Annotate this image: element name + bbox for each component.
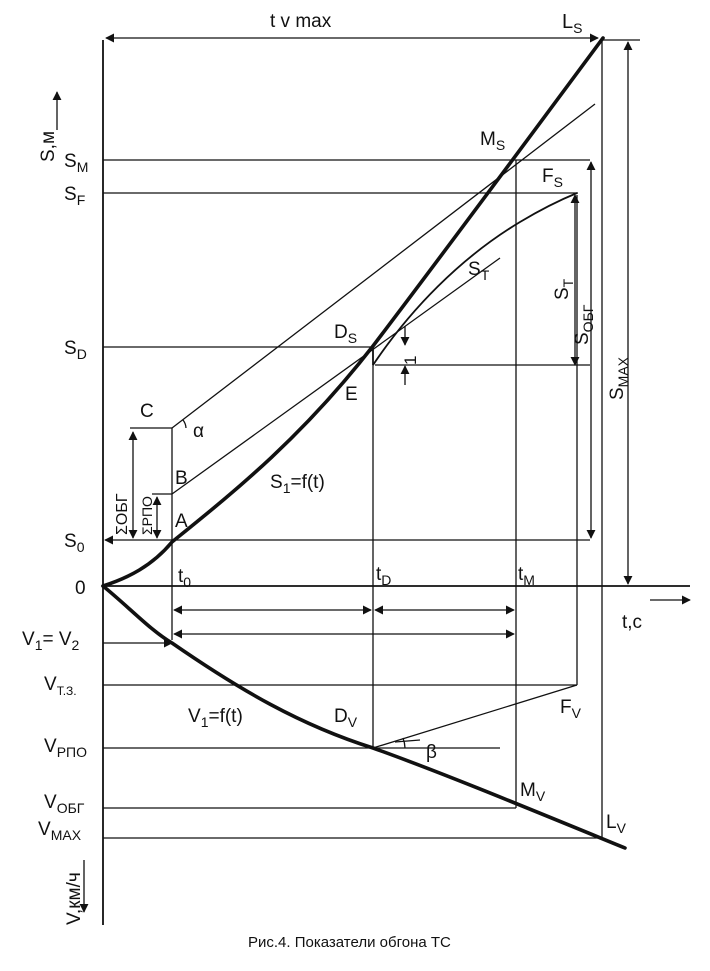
- td-label: tD: [376, 564, 391, 588]
- v-obg-label: VОБГ: [44, 792, 85, 816]
- c-label: C: [140, 401, 154, 422]
- s1-ft-label: S1=f(t): [270, 472, 325, 496]
- v-tz-label: VТ.З.: [44, 674, 77, 698]
- a-label: A: [175, 511, 188, 532]
- t0-label: t0: [178, 566, 191, 590]
- beta-label: β: [426, 742, 437, 763]
- f-v-label: FV: [560, 697, 582, 721]
- e-label: E: [345, 384, 358, 405]
- sum-obg-label: ΣОБГ: [114, 493, 131, 535]
- s-axis-label: S,м: [38, 131, 59, 162]
- beta-arc: [402, 737, 406, 749]
- s-t-curve: [372, 192, 578, 366]
- alpha-arc: [182, 419, 187, 429]
- v1-eq-v2-label: V1= V2: [22, 629, 80, 653]
- s-f-label: SF: [64, 184, 85, 208]
- b-label: B: [175, 468, 188, 489]
- s-obg-vertical-label: SОБГ: [572, 304, 596, 345]
- v-axis-label: V,км/ч: [64, 872, 85, 925]
- s1-main-curve: [101, 36, 605, 588]
- alpha-label: α: [193, 421, 204, 442]
- m-v-label: MV: [520, 780, 546, 804]
- unit-one-label: 1: [401, 356, 420, 365]
- s-d-label: SD: [64, 338, 87, 362]
- s-0-label: S0: [64, 531, 85, 555]
- s-t-curve-label: ST: [468, 259, 490, 283]
- l-v-label: LV: [606, 812, 627, 836]
- s-max-vertical-label: SMAX: [607, 356, 631, 400]
- v1-ft-label: V1=f(t): [188, 706, 243, 730]
- tm-label: tM: [518, 564, 535, 588]
- sum-rpo-label: ΣРПО: [139, 496, 155, 535]
- v1-curve: [101, 584, 627, 850]
- tangent-line-c: [171, 103, 596, 429]
- m-s-label: MS: [480, 129, 505, 153]
- s-m-label: SM: [64, 151, 88, 175]
- v-max-label: VMAX: [38, 819, 82, 843]
- d-s-label: DS: [334, 322, 357, 346]
- t-v-max-label: t v max: [270, 11, 332, 32]
- origin-label: 0: [75, 578, 86, 599]
- l-s-label: LS: [562, 11, 582, 36]
- beta-tick: [394, 739, 421, 743]
- d-v-label: DV: [334, 706, 358, 730]
- s-t-vertical-label: ST: [552, 278, 576, 300]
- t-axis-label: t,c: [622, 612, 642, 633]
- figure-caption: Рис.4. Показатели обгона ТС: [248, 934, 451, 951]
- tangent-line-b: [171, 257, 501, 495]
- dv-fv-line: [372, 684, 578, 749]
- v-rpo-label: VРПО: [44, 736, 87, 760]
- f-s-label: FS: [542, 166, 563, 190]
